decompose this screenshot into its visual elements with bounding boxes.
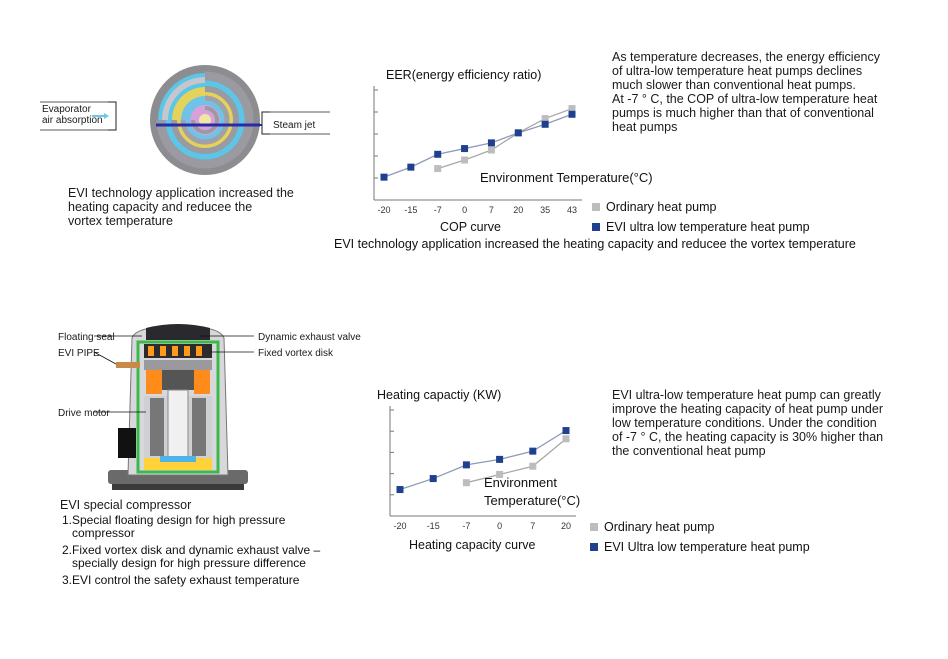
series-point-1: [461, 145, 469, 153]
series-point-1: [514, 129, 522, 137]
steam-jet-label: Steam jet: [273, 120, 316, 131]
series-point-1: [568, 110, 576, 118]
heating-capacity-line-chart: -20 -15 -7 0 7 20: [389, 406, 576, 531]
legend-swatch-ordinary: [590, 523, 598, 531]
series-point-1: [529, 447, 537, 455]
evi-pipe-label: EVI PIPE: [58, 348, 100, 359]
series-point-0: [487, 146, 495, 154]
cop-chart-title: EER(energy efficiency ratio): [386, 68, 542, 82]
cop-chart-caption: COP curve: [440, 220, 501, 234]
drive-motor-label: Drive motor: [58, 408, 110, 419]
cop-line-chart: -20 -15 -7 0 7 20 35 43: [373, 86, 582, 215]
evi-compressor-illustration: [93, 324, 254, 490]
series-point-0: [496, 470, 504, 478]
heating-description: EVI ultra-low temperature heat pump can …: [612, 388, 884, 458]
feature-item: compressor: [62, 525, 135, 540]
series-point-1: [429, 475, 437, 483]
series-point-0: [529, 462, 537, 470]
heating-legend: Ordinary heat pump EVI Ultra low tempera…: [590, 519, 810, 555]
series-point-0: [562, 435, 570, 443]
x-tick-label: -15: [404, 205, 417, 215]
legend-label: EVI ultra low temperature heat pump: [606, 220, 810, 234]
series-line-1: [399, 430, 567, 491]
series-point-1: [496, 455, 504, 463]
series-line-0: [466, 438, 567, 484]
cop-chart-xlabel: Environment Temperature(°C): [480, 170, 653, 185]
series-point-0: [461, 156, 469, 164]
scroll-compressor-diagram: [40, 65, 330, 175]
x-tick-label: 20: [513, 205, 523, 215]
legend-swatch-ordinary: [592, 203, 600, 211]
evaporator-bracket: [40, 101, 108, 131]
fixed-vortex-disk-label: Fixed vortex disk: [258, 348, 334, 359]
steam-jet-bracket: [270, 111, 330, 135]
series-point-0: [462, 479, 470, 487]
legend-item-ordinary: Ordinary heat pump: [590, 519, 810, 535]
legend-label: Ordinary heat pump: [606, 200, 717, 214]
feature-item: 3.EVI control the safety exhaust tempera…: [62, 573, 300, 587]
series-point-1: [380, 173, 388, 181]
scroll-caption: EVI technology application increased the…: [68, 186, 294, 228]
x-tick-label: 43: [567, 205, 577, 215]
legend-swatch-evi: [590, 543, 598, 551]
top-section-caption: EVI technology application increased the…: [334, 237, 856, 251]
legend-item-evi: EVI Ultra low temperature heat pump: [590, 539, 810, 555]
series-line-1: [383, 113, 573, 178]
compressor-features: 1.Special floating design for high press…: [62, 514, 320, 587]
series-point-1: [462, 461, 470, 469]
heating-chart-title: Heating capactiy (KW): [377, 388, 502, 402]
x-tick-label: -20: [377, 205, 390, 215]
dynamic-exhaust-valve-label: Dynamic exhaust valve: [258, 332, 361, 343]
cop-description: As temperature decreases, the energy eff…: [612, 50, 880, 134]
series-point-1: [541, 120, 549, 128]
legend-item-ordinary: Ordinary heat pump: [592, 199, 810, 215]
x-tick-label: 20: [561, 521, 571, 531]
x-tick-label: -15: [427, 521, 440, 531]
x-tick-label: -20: [393, 521, 406, 531]
legend-label: Ordinary heat pump: [604, 520, 715, 534]
legend-swatch-evi: [592, 223, 600, 231]
x-tick-label: 7: [530, 521, 535, 531]
feature-item: 1.Special floating design for high press…: [62, 513, 286, 527]
x-tick-label: 0: [462, 205, 467, 215]
series-point-1: [487, 139, 495, 147]
x-tick-label: 7: [489, 205, 494, 215]
x-tick-label: -7: [462, 521, 470, 531]
floating-seal-label: Floating seal: [58, 332, 115, 343]
series-line-0: [437, 107, 573, 170]
heating-chart-caption: Heating capacity curve: [409, 538, 536, 552]
series-point-1: [396, 486, 404, 494]
heating-chart-xlabel: Environment Temperature(°C): [484, 475, 581, 508]
cop-legend: Ordinary heat pump EVI ultra low tempera…: [592, 199, 810, 235]
series-point-0: [434, 165, 442, 173]
x-tick-label: 35: [540, 205, 550, 215]
legend-label: EVI Ultra low temperature heat pump: [604, 540, 810, 554]
series-point-1: [562, 427, 570, 435]
series-point-1: [407, 163, 415, 171]
series-point-0: [568, 105, 576, 113]
feature-item: 2.Fixed vortex disk and dynamic exhaust …: [62, 543, 321, 557]
legend-item-evi: EVI ultra low temperature heat pump: [592, 219, 810, 235]
series-point-0: [541, 115, 549, 123]
feature-item: specially design for high pressure diffe…: [62, 555, 306, 570]
x-tick-label: 0: [497, 521, 502, 531]
compressor-title: EVI special compressor: [60, 498, 192, 512]
evaporator-label: Evaporator air absorption: [42, 104, 103, 126]
x-tick-label: -7: [434, 205, 442, 215]
series-point-1: [434, 150, 442, 158]
